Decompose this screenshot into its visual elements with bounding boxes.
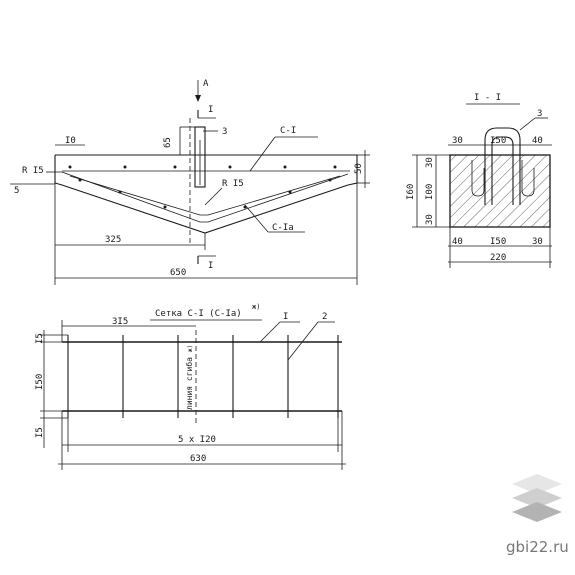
mesh-label-1: I <box>283 312 288 322</box>
radius-center-label: R I5 <box>222 179 244 189</box>
rebar-3-label: 3 <box>222 127 227 137</box>
elevation-dimensions: I0 65 5 50 325 650 <box>10 126 370 285</box>
slab-outline <box>54 154 358 234</box>
mesh-cia-label: C-Ia <box>272 223 294 233</box>
section-view: I - I 3 30 I50 40 30 I00 30 I60 <box>406 93 552 268</box>
mesh-dim-bottom-edge: I5 <box>35 427 45 438</box>
dim-total-length: 650 <box>170 268 186 278</box>
dim-left-small: 5 <box>14 186 19 196</box>
dim-half-length: 325 <box>105 235 121 245</box>
section-dim-side-bot: 30 <box>425 214 435 225</box>
mesh-bend-label: линия сгиба <box>184 357 194 410</box>
mesh-cross-bars <box>67 335 339 418</box>
site-name: gbi22.ru <box>506 538 569 556</box>
section-dimensions: 30 I50 40 30 I00 30 I60 40 I50 30 220 <box>406 136 552 268</box>
section-dim-total-height: I60 <box>406 184 416 200</box>
mesh-title-mark: ж) <box>252 303 260 311</box>
mesh-dim-half: 3I5 <box>112 317 128 327</box>
mesh-cia-line <box>61 171 349 223</box>
section-mark-top: I <box>208 105 213 115</box>
section-rebar-label: 3 <box>537 109 542 119</box>
mesh-dim-spacing: 5 x I20 <box>178 435 216 445</box>
logo-layer-mid <box>512 488 562 508</box>
dim-top-left: I0 <box>65 136 76 146</box>
section-dim-bottom-mid: I50 <box>490 237 506 247</box>
section-title: I - I <box>474 93 501 103</box>
mesh-dim-top-edge: I5 <box>35 333 45 344</box>
mesh-ci-label: C-I <box>280 126 296 136</box>
view-arrow-label: A <box>203 79 209 89</box>
site-logo: gbi22.ru <box>506 474 569 556</box>
section-dim-bottom-right: 30 <box>532 237 543 247</box>
section-lifting-loop <box>484 127 521 205</box>
mesh-title: Сетка С-I (С-Iа) <box>155 309 242 319</box>
section-dim-side-top: 30 <box>425 157 435 168</box>
section-dim-top-mid: I50 <box>490 136 506 146</box>
dim-right-height: 50 <box>354 163 364 174</box>
dim-protrusion: 65 <box>163 137 173 148</box>
mesh-cia-inner-line <box>69 175 341 216</box>
section-dim-bottom-left: 40 <box>452 237 463 247</box>
mesh-dim-total: 630 <box>190 454 206 464</box>
section-dim-total-width: 220 <box>490 253 506 263</box>
section-dim-side-mid: I00 <box>425 184 435 200</box>
mesh-view: Сетка С-I (С-Iа) ж) линия сгиба ж) I 2 <box>35 303 346 470</box>
section-mark-bottom: I <box>208 261 213 271</box>
rebar-dots <box>68 165 337 209</box>
logo-layer-bottom <box>512 502 562 522</box>
mesh-dim-height: I50 <box>35 374 45 390</box>
mesh-label-2: 2 <box>322 312 327 322</box>
section-concrete <box>449 154 551 228</box>
lifting-loop <box>194 126 206 188</box>
mesh-dimensions: 3I5 I5 I50 I5 5 x I20 630 <box>35 317 346 470</box>
section-dim-top-left: 30 <box>452 136 463 146</box>
section-dim-top-right: 40 <box>532 136 543 146</box>
radius-left-label: R I5 <box>22 166 44 176</box>
logo-layer-top <box>512 474 562 494</box>
elevation-view: A I I 3 C-I C-Ia R I5 R I5 I0 65 5 <box>10 79 370 285</box>
mesh-bend-mark: ж) <box>187 345 194 352</box>
